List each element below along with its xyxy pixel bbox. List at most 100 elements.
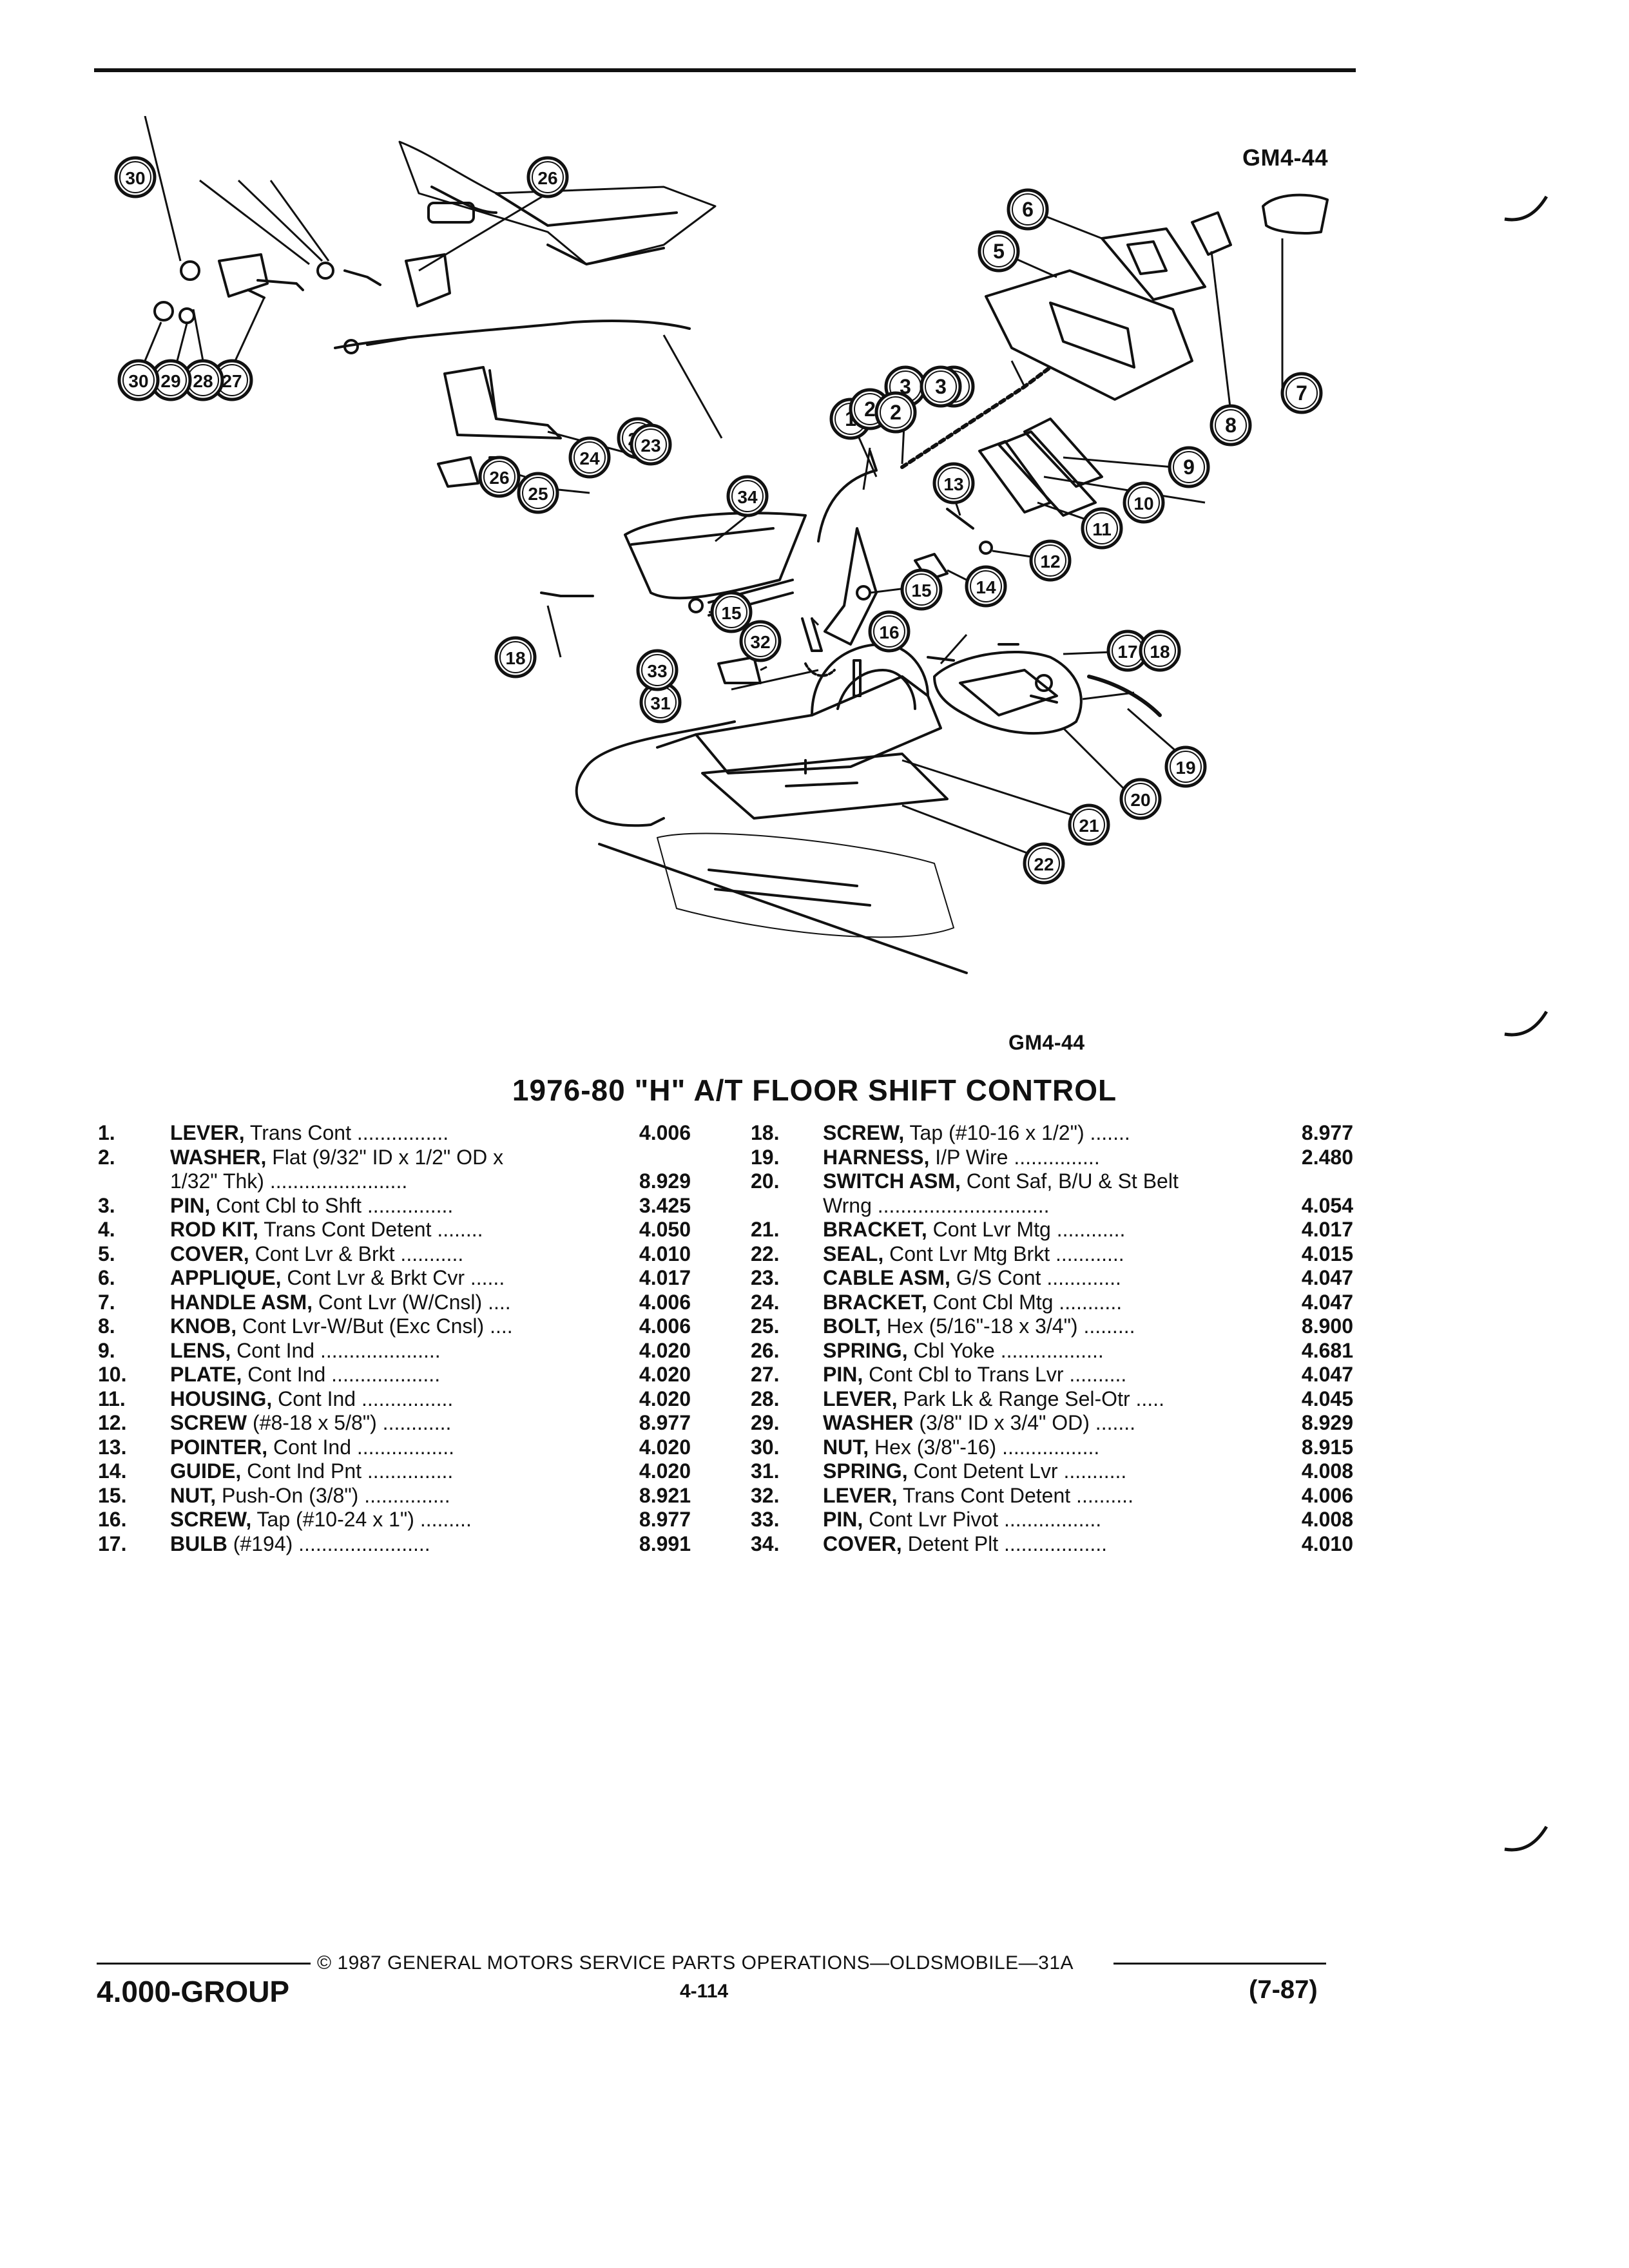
callout-30: 30 bbox=[114, 156, 157, 198]
callout-label: 34 bbox=[737, 487, 758, 507]
parts-row: 33.PIN, Cont Lvr Pivot .................… bbox=[751, 1508, 1353, 1532]
callout-29: 29 bbox=[149, 359, 192, 401]
exploded-parts-diagram: 1234567891011121314151516171818192021222… bbox=[114, 116, 1329, 974]
callout-label: 15 bbox=[721, 603, 741, 623]
part-group-code: 4.047 bbox=[1301, 1266, 1353, 1289]
callout-26: 26 bbox=[526, 156, 569, 198]
part-detail: Flat (9/32" ID x 1/2" OD x bbox=[266, 1145, 504, 1169]
part-name: SEAL, bbox=[823, 1242, 884, 1265]
part-detail: Cont Ind ................. bbox=[267, 1435, 455, 1459]
part-description: GUIDE, Cont Ind Pnt ............... bbox=[170, 1459, 601, 1484]
parts-row: 3.PIN, Cont Cbl to Shft ...............3… bbox=[98, 1194, 691, 1218]
callout-label: 10 bbox=[1133, 494, 1153, 514]
part-number: 12. bbox=[98, 1411, 127, 1434]
parts-row: 1.LEVER, Trans Cont ................4.00… bbox=[98, 1121, 691, 1146]
part-name: PIN, bbox=[170, 1193, 211, 1217]
part-description: 1/32" Thk) ........................ bbox=[170, 1169, 601, 1194]
part-number: 25. bbox=[751, 1314, 780, 1338]
part-name: BOLT, bbox=[823, 1314, 882, 1338]
part-description: PLATE, Cont Ind ................... bbox=[170, 1363, 601, 1387]
callout-26: 26 bbox=[478, 456, 521, 498]
callout-17: 17 bbox=[1106, 629, 1149, 672]
part-group-code: 4.020 bbox=[639, 1338, 691, 1362]
part-number: 5. bbox=[98, 1242, 115, 1265]
callout-label: 20 bbox=[1130, 790, 1150, 810]
parts-row: 22.SEAL, Cont Lvr Mtg Brkt ............4… bbox=[751, 1242, 1353, 1267]
parts-row: 7.HANDLE ASM, Cont Lvr (W/Cnsl) ....4.00… bbox=[98, 1291, 691, 1315]
part-name: PLATE, bbox=[170, 1363, 242, 1386]
parts-row: 18.SCREW, Tap (#10-16 x 1/2") .......8.9… bbox=[751, 1121, 1353, 1146]
part-name: WASHER, bbox=[170, 1145, 267, 1169]
callout-label: 3 bbox=[935, 375, 947, 398]
part-name: POINTER, bbox=[170, 1435, 268, 1459]
part-description: PIN, Cont Cbl to Shft ............... bbox=[170, 1194, 601, 1218]
part-description: PIN, Cont Cbl to Trans Lvr .......... bbox=[823, 1363, 1263, 1387]
callout-14: 14 bbox=[965, 565, 1007, 608]
part-detail: Cbl Yoke .................. bbox=[907, 1338, 1104, 1362]
part-name: GUIDE, bbox=[170, 1459, 242, 1483]
callout-label: 8 bbox=[1225, 414, 1237, 437]
part-detail: Tap (#10-16 x 1/2") ....... bbox=[904, 1121, 1130, 1144]
part-description: SCREW, Tap (#10-24 x 1") ......... bbox=[170, 1508, 601, 1532]
part-group-code: 8.991 bbox=[639, 1532, 691, 1555]
part-number: 10. bbox=[98, 1363, 127, 1386]
part-name: KNOB, bbox=[170, 1314, 237, 1338]
callout-21: 21 bbox=[1068, 803, 1110, 846]
part-name: SWITCH ASM, bbox=[823, 1169, 961, 1193]
part-number: 22. bbox=[751, 1242, 780, 1265]
parts-row: 2.WASHER, Flat (9/32" ID x 1/2" OD x bbox=[98, 1146, 691, 1170]
callout-13: 13 bbox=[932, 462, 975, 505]
callout-label: 31 bbox=[650, 693, 670, 713]
part-detail: Detent Plt .................. bbox=[901, 1532, 1108, 1555]
callout-label: 2 bbox=[864, 398, 876, 421]
part-number: 21. bbox=[751, 1218, 780, 1241]
callout-10: 10 bbox=[1123, 481, 1165, 524]
callout-label: 9 bbox=[1183, 456, 1195, 479]
part-number: 17. bbox=[98, 1532, 127, 1555]
callout-label: 16 bbox=[879, 622, 899, 642]
part-description: LENS, Cont Ind ..................... bbox=[170, 1339, 601, 1363]
part-description: HOUSING, Cont Ind ................ bbox=[170, 1387, 601, 1412]
parts-row: 8.KNOB, Cont Lvr-W/But (Exc Cnsl) ....4.… bbox=[98, 1314, 691, 1339]
part-group-code: 4.008 bbox=[1301, 1508, 1353, 1531]
part-group-code: 4.054 bbox=[1301, 1193, 1353, 1217]
callout-label: 17 bbox=[1117, 642, 1137, 662]
callout-15: 15 bbox=[900, 568, 943, 611]
parts-row: 12.SCREW (#8-18 x 5/8") ............8.97… bbox=[98, 1411, 691, 1436]
part-description: Wrng .............................. bbox=[823, 1194, 1263, 1218]
callout-32: 32 bbox=[739, 620, 782, 662]
part-number: 34. bbox=[751, 1532, 780, 1555]
part-name: ROD KIT, bbox=[170, 1218, 258, 1241]
margin-mark bbox=[1504, 1010, 1548, 1037]
parts-row: 0.Wrng ..............................4.0… bbox=[751, 1194, 1353, 1218]
part-description: SCREW, Tap (#10-16 x 1/2") ....... bbox=[823, 1121, 1263, 1146]
callout-label: 18 bbox=[1150, 642, 1170, 662]
callout-18: 18 bbox=[1139, 629, 1181, 672]
callout-24: 24 bbox=[568, 436, 611, 479]
part-description: LEVER, Park Lk & Range Sel-Otr ..... bbox=[823, 1387, 1263, 1412]
part-group-code: 3.425 bbox=[639, 1193, 691, 1217]
callout-15: 15 bbox=[710, 591, 753, 633]
part-detail: Trans Cont Detent ........ bbox=[258, 1218, 483, 1241]
part-group-code: 4.020 bbox=[639, 1459, 691, 1483]
parts-row: 16.SCREW, Tap (#10-24 x 1") .........8.9… bbox=[98, 1508, 691, 1532]
part-description: BOLT, Hex (5/16"-18 x 3/4") ......... bbox=[823, 1314, 1263, 1339]
part-number: 11. bbox=[98, 1387, 126, 1410]
part-detail: Trans Cont Detent .......... bbox=[897, 1483, 1133, 1507]
part-number: 7. bbox=[98, 1290, 115, 1314]
parts-row: 11.HOUSING, Cont Ind ................4.0… bbox=[98, 1387, 691, 1412]
part-description: LEVER, Trans Cont Detent .......... bbox=[823, 1484, 1263, 1508]
part-name: COVER, bbox=[823, 1532, 902, 1555]
callout-label: 11 bbox=[1092, 519, 1112, 539]
part-detail: Cont Lvr (W/Cnsl) .... bbox=[313, 1290, 511, 1314]
part-number: 16. bbox=[98, 1508, 127, 1531]
part-number: 14. bbox=[98, 1459, 127, 1483]
parts-row: 19.HARNESS, I/P Wire ...............2.48… bbox=[751, 1146, 1353, 1170]
part-group-code: 8.929 bbox=[1301, 1411, 1353, 1434]
part-detail: G/S Cont ............. bbox=[950, 1266, 1121, 1289]
callout-label: 19 bbox=[1175, 758, 1195, 778]
part-description: NUT, Push-On (3/8") ............... bbox=[170, 1484, 601, 1508]
part-detail: Cont Lvr Mtg Brkt ............ bbox=[883, 1242, 1124, 1265]
part-description: ROD KIT, Trans Cont Detent ........ bbox=[170, 1218, 601, 1242]
callout-label: 24 bbox=[579, 448, 600, 468]
